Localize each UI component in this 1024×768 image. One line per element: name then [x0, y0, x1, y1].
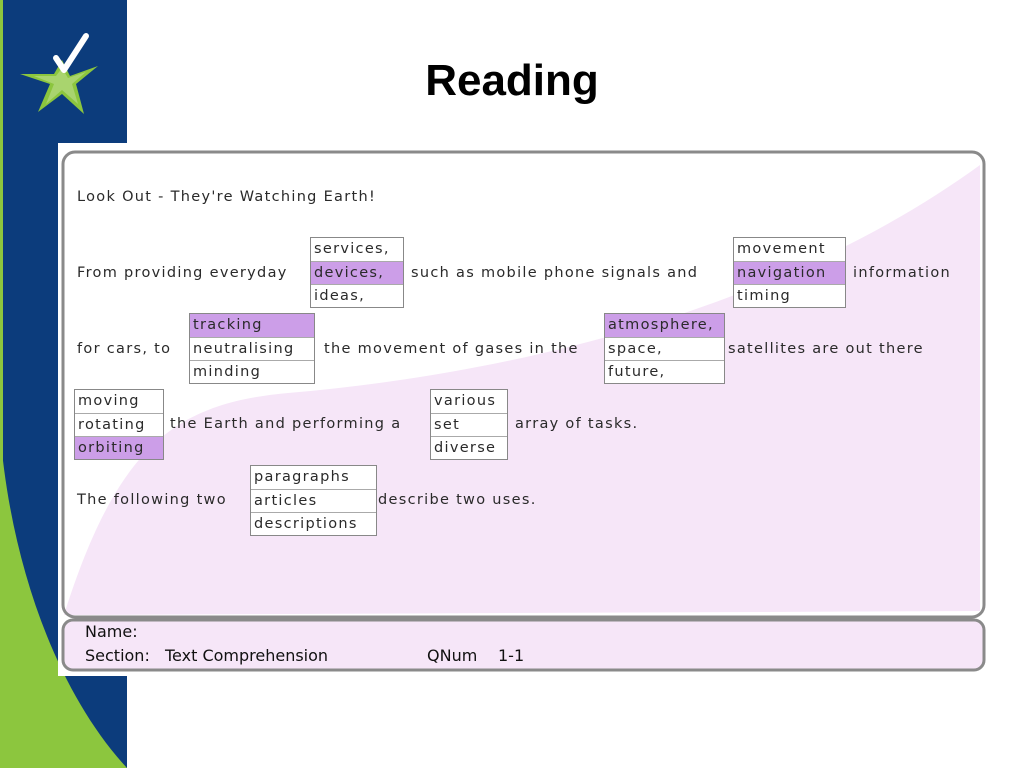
exercise-screenshot: Look Out - They're Watching Earth! From … — [58, 143, 986, 676]
line4-before-text: The following two — [77, 492, 227, 508]
star-logo-icon — [20, 33, 98, 114]
line1-middle-text: such as mobile phone signals and — [411, 265, 699, 281]
line2-after-text: satellites are out there — [728, 341, 924, 357]
choice-option[interactable]: diverse — [431, 436, 507, 459]
choice-motion[interactable]: moving rotating orbiting — [74, 389, 164, 460]
choice-option[interactable]: various — [434, 393, 497, 409]
choice-option[interactable]: neutralising — [190, 337, 314, 360]
choice-option[interactable]: moving — [78, 393, 140, 409]
line2-middle-text: the movement of gases in the — [324, 341, 579, 357]
choice-option-selected[interactable]: devices, — [311, 261, 403, 284]
choice-option[interactable]: future, — [605, 360, 724, 383]
choice-option[interactable]: descriptions — [251, 512, 376, 535]
name-label: Name: — [85, 622, 138, 641]
choice-option[interactable]: timing — [734, 284, 845, 307]
qnum-label: QNum — [427, 646, 478, 665]
choice-variety[interactable]: various set diverse — [430, 389, 508, 460]
choice-option-selected[interactable]: navigation — [734, 261, 845, 284]
choice-option[interactable]: articles — [251, 489, 376, 512]
panel-frame — [61, 150, 986, 672]
qnum-value: 1-1 — [498, 646, 525, 665]
line2-before-text: for cars, to — [77, 341, 172, 357]
choice-uses[interactable]: services, devices, ideas, — [310, 237, 404, 308]
line3-after-text: array of tasks. — [515, 416, 639, 432]
line4-after-text: describe two uses. — [378, 492, 537, 508]
choice-option[interactable]: set — [431, 413, 507, 436]
choice-track[interactable]: tracking neutralising minding — [189, 313, 315, 384]
choice-info[interactable]: movement navigation timing — [733, 237, 846, 308]
choice-option[interactable]: space, — [605, 337, 724, 360]
choice-option-selected[interactable]: orbiting — [75, 436, 163, 459]
choice-option-selected[interactable]: atmosphere, — [605, 314, 724, 337]
section-label: Section: — [85, 646, 150, 665]
exercise-heading: Look Out - They're Watching Earth! — [77, 189, 377, 205]
choice-option[interactable]: services, — [314, 241, 390, 257]
choice-option-selected[interactable]: tracking — [190, 314, 314, 337]
slide-title: Reading — [425, 56, 599, 105]
choice-option[interactable]: rotating — [75, 413, 163, 436]
choice-option[interactable]: ideas, — [311, 284, 403, 307]
choice-option[interactable]: minding — [190, 360, 314, 383]
choice-texttype[interactable]: paragraphs articles descriptions — [250, 465, 377, 536]
choice-option[interactable]: paragraphs — [254, 469, 350, 485]
choice-place[interactable]: atmosphere, space, future, — [604, 313, 725, 384]
line1-before-text: From providing everyday — [77, 265, 288, 281]
line1-after-text: information — [853, 265, 951, 281]
section-value: Text Comprehension — [165, 646, 329, 665]
choice-option[interactable]: movement — [737, 241, 826, 257]
line3-middle-text: the Earth and performing a — [170, 416, 402, 432]
